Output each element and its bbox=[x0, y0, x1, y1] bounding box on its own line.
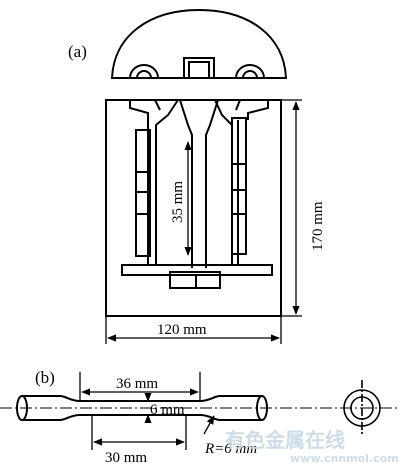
mold-body bbox=[105, 99, 282, 317]
specimen-end-view bbox=[343, 380, 381, 436]
dim-36-label: 36 mm bbox=[116, 376, 158, 392]
tensile-specimen bbox=[16, 395, 268, 421]
dim-170 bbox=[281, 99, 302, 317]
panel-a-label: (a) bbox=[68, 42, 87, 61]
dim-6-label: 6 mm bbox=[150, 402, 185, 418]
watermark-text: 有色金属在线 bbox=[225, 428, 345, 452]
dim-120-label: 120 mm bbox=[157, 322, 207, 338]
mold-cap bbox=[110, 8, 288, 79]
dim-30 bbox=[91, 415, 187, 450]
dim-35-label: 35 mm bbox=[170, 181, 186, 223]
dim-120 bbox=[105, 316, 282, 344]
dim-170-label: 170 mm bbox=[310, 201, 326, 251]
panel-b-label: (b) bbox=[35, 368, 55, 387]
radius-leader bbox=[203, 415, 215, 435]
dim-radius-label: R=6 mm bbox=[204, 441, 257, 457]
watermark-url: www.cnnmol.com bbox=[290, 452, 399, 465]
dim-30-label: 30 mm bbox=[105, 450, 147, 465]
dim-36 bbox=[79, 372, 201, 402]
